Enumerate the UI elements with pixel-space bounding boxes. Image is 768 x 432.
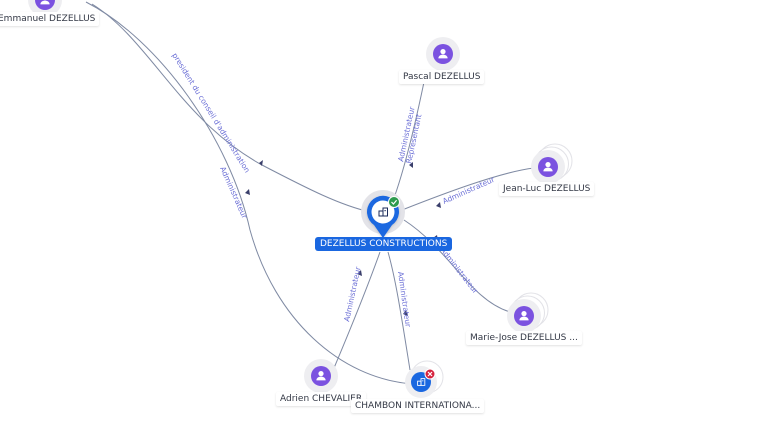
node-jeanluc[interactable]	[531, 143, 573, 184]
building-icon	[417, 378, 426, 386]
edge-label: Administrateur	[342, 265, 363, 322]
edge-arrow	[409, 162, 413, 168]
edge-emmanuel-main	[91, 3, 371, 213]
node-label-chambon[interactable]: CHAMBON INTERNATIONA...	[351, 399, 485, 413]
node-pascal[interactable]	[426, 37, 460, 71]
node-label-jeanluc[interactable]: Jean-Luc DEZELLUS	[499, 182, 595, 196]
edge-chambon-main	[387, 251, 411, 371]
edge-pascal-main	[393, 81, 425, 199]
check-icon	[388, 196, 400, 208]
edge-jeanluc-main	[401, 167, 535, 211]
node-label-mariejose[interactable]: Marie-Jose DEZELLUS ...	[466, 331, 582, 345]
cross-icon	[424, 368, 436, 380]
edge-mariejose-main	[403, 219, 511, 313]
node-main[interactable]	[361, 190, 405, 238]
edge-arrow	[259, 160, 263, 166]
edge-arrow	[403, 310, 408, 316]
node-label-pascal[interactable]: Pascal DEZELLUS	[399, 70, 485, 84]
node-label-emmanuel[interactable]: Emmanuel DEZELLUS	[0, 12, 100, 26]
edge-arrow	[245, 189, 250, 195]
edge-label: Administrateur	[441, 174, 497, 205]
node-label-main[interactable]: DEZELLUS CONSTRUCTIONS	[315, 237, 453, 251]
node-adrien[interactable]	[304, 359, 338, 393]
edge-arrow	[357, 270, 362, 276]
edge-label: Administrateur	[438, 246, 480, 296]
edge-adrien-main	[333, 251, 381, 369]
edge-label: president du conseil d'administration	[170, 51, 252, 174]
node-chambon[interactable]	[405, 360, 444, 398]
person-avatar	[35, 0, 55, 10]
node-label-adrien[interactable]: Adrien CHEVALIER	[276, 392, 367, 406]
edge-emmanuel-chambon	[85, 1, 413, 385]
node-mariejose[interactable]	[507, 292, 549, 333]
edge-arrow	[436, 202, 441, 208]
